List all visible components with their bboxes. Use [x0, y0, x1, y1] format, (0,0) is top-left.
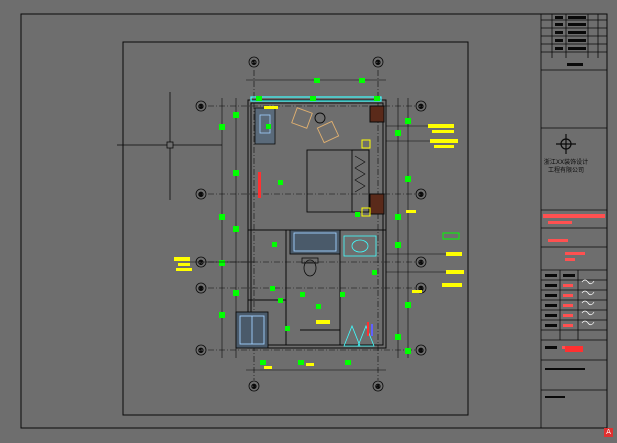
- project-title-marks: [543, 214, 605, 349]
- drawing-frame: [122, 41, 469, 416]
- revision-table: [541, 14, 607, 58]
- axis-bubble-right-3: [415, 256, 427, 268]
- axis-bubble-left-1: [195, 100, 207, 112]
- red-door-mark: [367, 322, 369, 336]
- sheet-corner-badge: A: [604, 428, 613, 437]
- red-wall-mark: [258, 172, 261, 198]
- axis-bubble-label: ①: [251, 60, 256, 67]
- axis-bubble-label: ⑥: [198, 192, 203, 199]
- company-logo: [556, 134, 576, 154]
- bathtub: [289, 229, 341, 255]
- axis-bubble-bottom-right: [372, 380, 384, 392]
- axis-bubble-label: ⑧: [198, 286, 203, 293]
- axis-bubble-top-right: [372, 56, 384, 68]
- wardrobe: [254, 107, 276, 145]
- floor-lamp-top: [361, 139, 371, 149]
- green-markers: [219, 78, 460, 365]
- company-name-line2: 工程有限公司: [548, 166, 584, 174]
- axis-bubble-label: ②: [375, 60, 380, 67]
- blue-door-mark: [371, 324, 373, 336]
- bedside-cabinet-bottom: [369, 193, 385, 215]
- axis-bubble-label: ④: [418, 260, 423, 267]
- shower: [235, 311, 269, 349]
- yellow-annotations: [174, 106, 464, 369]
- bed: [306, 149, 370, 213]
- company-name-line1: 浙江XX装饰设计: [544, 158, 588, 166]
- axis-bubble-label: ①: [198, 348, 203, 355]
- axis-bubble-bottom-left: [248, 380, 260, 392]
- axis-bubble-label: ⑥: [418, 348, 423, 355]
- axis-bubble-label: ⑦: [198, 260, 203, 267]
- axis-bubble-right-5: [415, 344, 427, 356]
- axis-bubble-left-4: [195, 282, 207, 294]
- axis-bubble-right-1: [415, 100, 427, 112]
- toilet: [301, 257, 319, 277]
- axis-bubble-label: ③: [418, 192, 423, 199]
- sheet-outer-border: [20, 13, 608, 429]
- signoff-marks: [545, 274, 585, 398]
- vanity: [343, 235, 377, 257]
- ucs-icon: [117, 92, 222, 200]
- signoff-table: [541, 270, 607, 340]
- red-signoff-labels: [563, 284, 573, 327]
- axis-bubble-label: ④: [375, 384, 380, 391]
- axis-bubble-left-5: [195, 344, 207, 356]
- revision-marks: [555, 16, 586, 66]
- bedside-cabinet-top: [369, 105, 385, 123]
- stamp-box: [565, 346, 583, 352]
- axis-bubble-label: ⑤: [198, 104, 203, 111]
- axis-bubble-left-2: [195, 188, 207, 200]
- signature-scribbles: [581, 279, 595, 326]
- leader-lines: [190, 125, 446, 273]
- title-block: [540, 14, 607, 428]
- axis-bubble-top-left: [248, 56, 260, 68]
- axis-bubble-label: ⑤: [418, 286, 423, 293]
- axis-bubbles: ① ② ③ ④ ⑤ ⑥ ⑦ ⑧ ① ② ③ ④ ⑤ ⑥: [195, 56, 427, 392]
- axis-bubble-right-2: [415, 188, 427, 200]
- entry-cabinet: [343, 324, 375, 347]
- axis-bubble-label: ③: [251, 384, 256, 391]
- axis-bubble-label: ②: [418, 104, 423, 111]
- floor-lamp-bottom: [361, 207, 371, 217]
- lounge-chairs: [291, 107, 340, 144]
